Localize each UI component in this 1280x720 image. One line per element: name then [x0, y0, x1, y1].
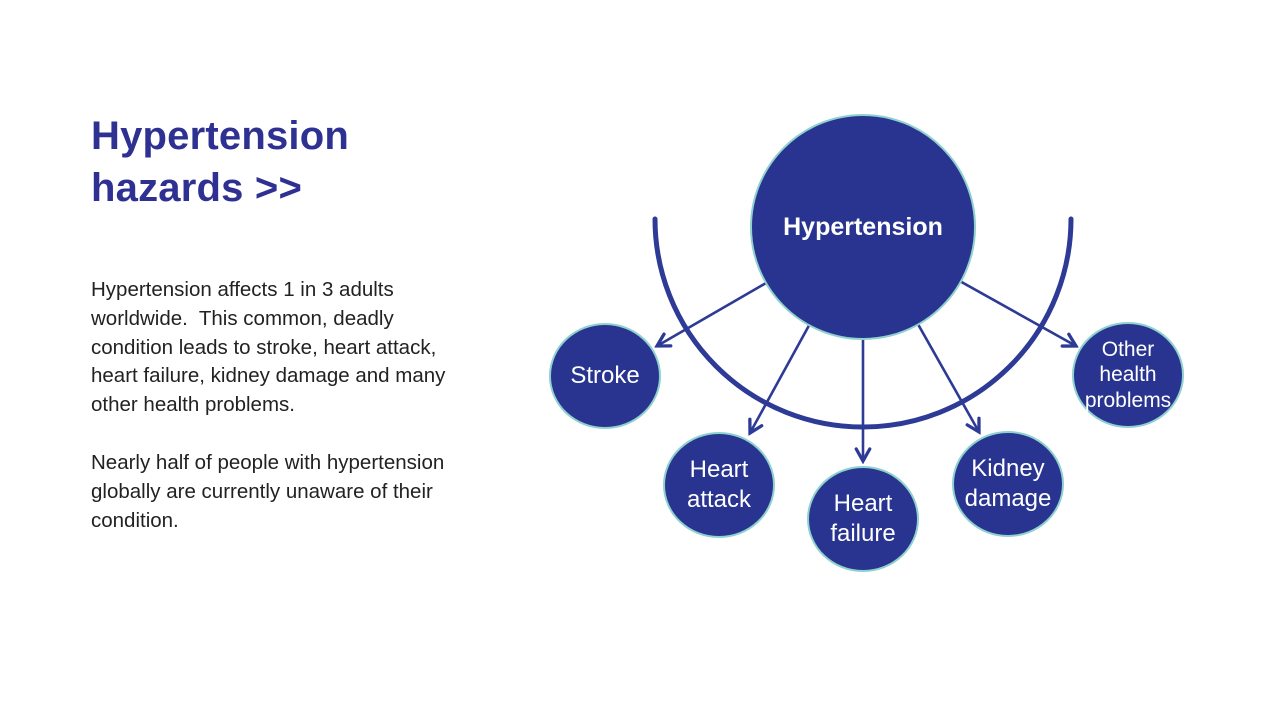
node-kidney-damage: Kidney damage	[952, 431, 1064, 537]
body-text: Hypertension affects 1 in 3 adults world…	[91, 276, 477, 535]
slide-title: Hypertension hazards >>	[91, 110, 349, 214]
node-stroke: Stroke	[549, 323, 661, 429]
node-hypertension: Hypertension	[750, 114, 976, 340]
body-paragraph-2: Nearly half of people with hypertension …	[91, 450, 450, 532]
node-label: Heart failure	[830, 490, 896, 547]
node-label: Stroke	[570, 362, 640, 389]
node-label: Kidney damage	[964, 455, 1052, 512]
title-line-2: hazards >>	[91, 166, 303, 210]
node-heart-attack: Heart attack	[663, 432, 775, 538]
body-paragraph-1: Hypertension affects 1 in 3 adults world…	[91, 278, 452, 417]
node-label: Heart attack	[686, 456, 752, 513]
node-label: Other health problems	[1084, 338, 1172, 412]
node-heart-failure: Heart failure	[807, 466, 919, 572]
title-line-1: Hypertension	[91, 114, 350, 158]
node-label: Hypertension	[783, 212, 943, 241]
node-other-health-problems: Other health problems	[1072, 322, 1184, 428]
